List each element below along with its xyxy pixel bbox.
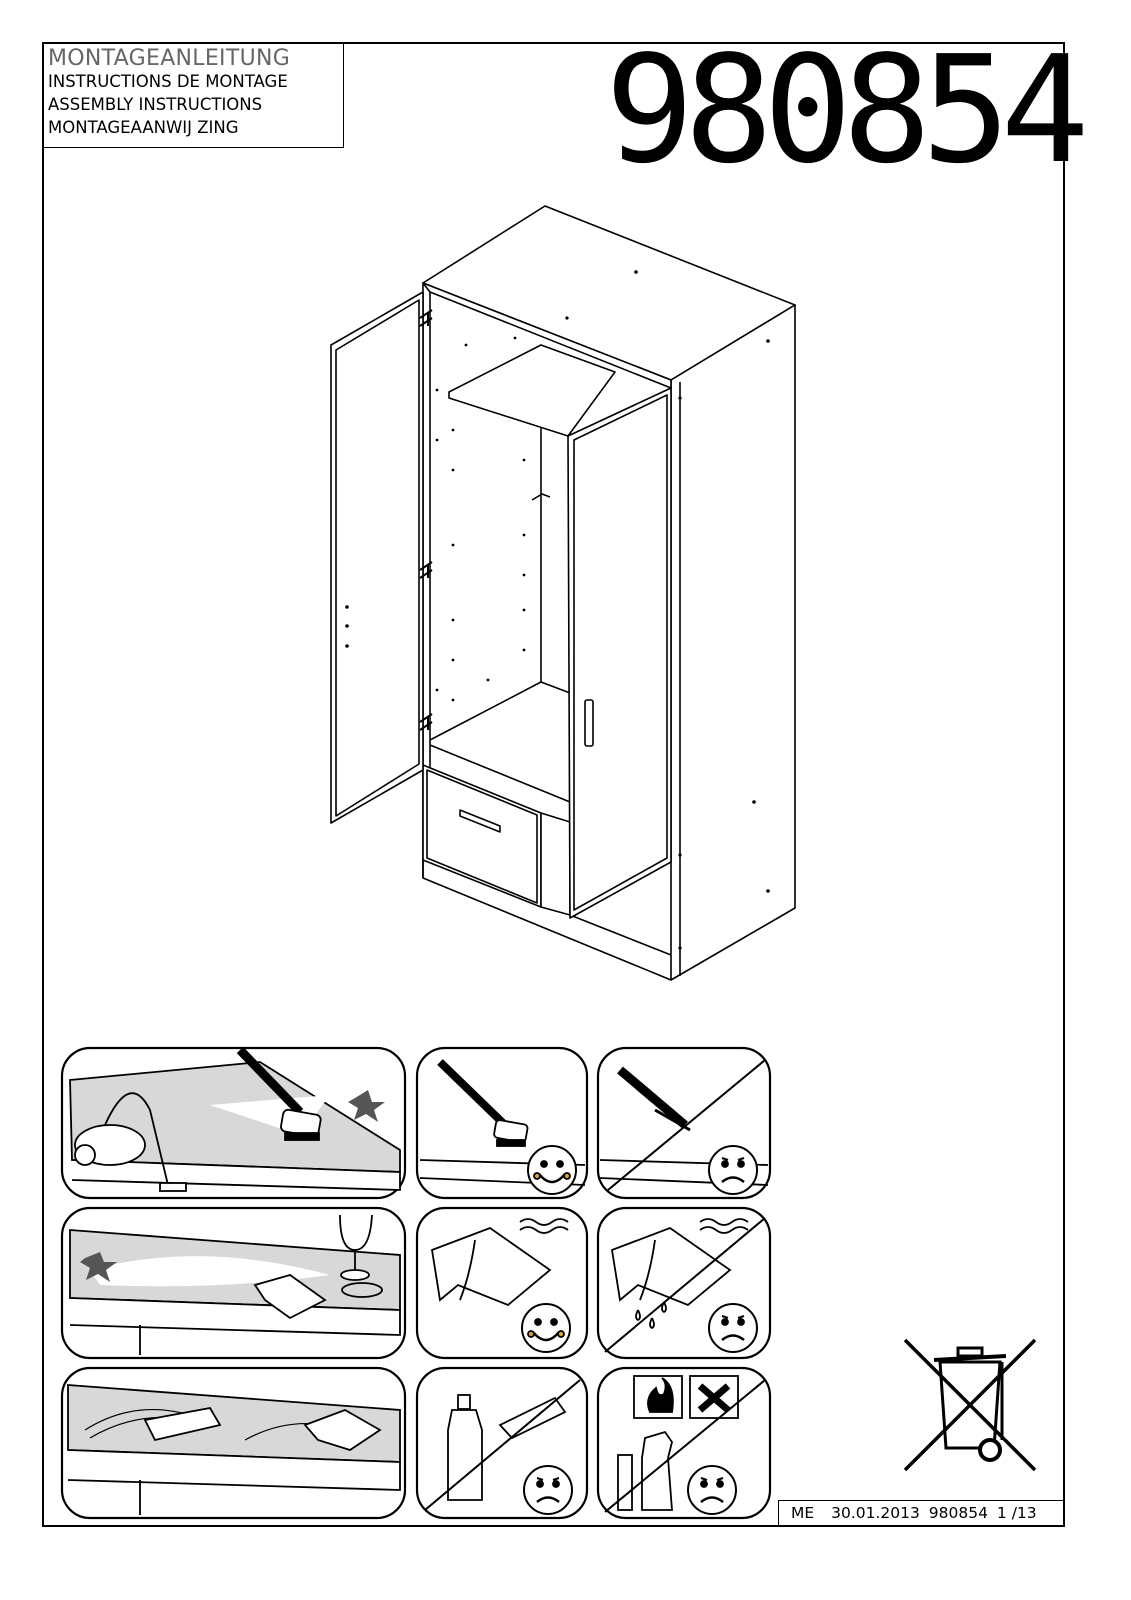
damp-cloth-smiley-icon [430,1218,572,1354]
cleaner-bottle-crossed-icon [424,1379,581,1516]
brush-smiley-icon [419,1059,586,1196]
title-german: MONTAGEANLEITUNG [48,46,291,71]
title-box: MONTAGEANLEITUNG INSTRUCTIONS DE MONTAGE… [42,42,344,148]
wet-cloth-crossed-icon [604,1217,766,1354]
flammable-spray-crossed-icon [604,1375,766,1516]
vacuum-brush-icon [69,1046,401,1192]
title-french: INSTRUCTIONS DE MONTAGE [48,72,288,91]
footer-date: 30.01.2013 [831,1504,920,1522]
footer-page: 1 /13 [996,1504,1037,1522]
title-dutch: MONTAGEAANWIJ ZING [48,118,239,137]
footer-info: ME 30.01.2013 980854 1 /13 [778,1500,1065,1527]
footer-article: 980854 [928,1504,988,1522]
footer-code: ME [791,1504,815,1522]
page-frame [42,42,1065,1527]
article-number: 980854 [605,24,1090,196]
wipe-dry-icon [67,1384,401,1515]
glass-spill-wipe-icon [69,1214,401,1355]
steam-cleaner-crossed-icon [599,1059,769,1196]
title-english: ASSEMBLY INSTRUCTIONS [48,95,263,114]
